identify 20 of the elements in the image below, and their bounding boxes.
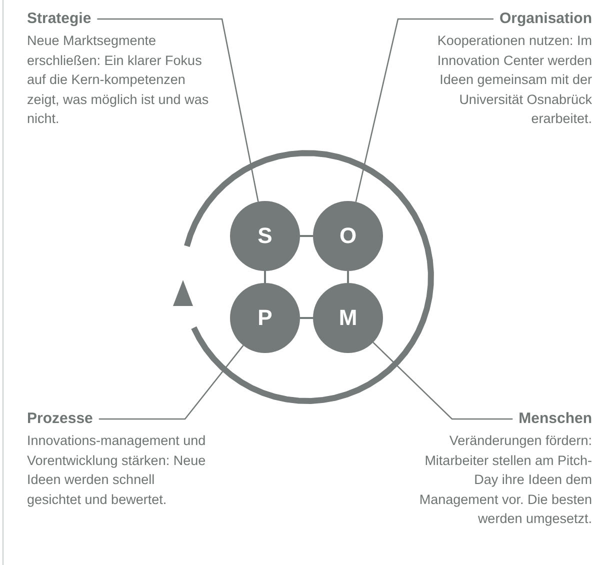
- leader-line: [355, 18, 494, 202]
- description: Veränderungen fördern: Mitarbeiter stellen am Pitch-Day ihre Ideen dem Management vor. Die besten werden umgesetzt.: [418, 432, 592, 528]
- heading: Prozesse: [27, 409, 93, 429]
- leader-line: [372, 342, 513, 420]
- heading: Organisation: [499, 9, 592, 29]
- leader-line: [97, 18, 259, 202]
- letter-circle: P: [230, 283, 300, 353]
- leader-line: [98, 345, 244, 420]
- description: Innovations-management und Vorentwicklung stärken: Neue Ideen werden schnell gesichtet und bewertet.: [27, 432, 207, 509]
- connector-line: [264, 271, 266, 283]
- description: Neue Marktsegmente erschließen: Ein klarer Fokus auf die Kern-kompetenzen zeigt, was möglich ist und was nicht.: [27, 32, 210, 128]
- letter-circle: M: [313, 283, 383, 353]
- letter-circle: O: [313, 201, 383, 271]
- connector-line: [300, 235, 313, 237]
- heading: Menschen: [518, 409, 592, 429]
- description: Kooperationen nutzen: Im Innovation Center werden Ideen gemeinsam mit der Universität Osnabrück erarbeitet.: [436, 32, 592, 128]
- connector-line: [347, 271, 349, 283]
- connector-line: [300, 317, 313, 319]
- letter-circle: S: [230, 201, 300, 271]
- heading: Strategie: [27, 9, 92, 29]
